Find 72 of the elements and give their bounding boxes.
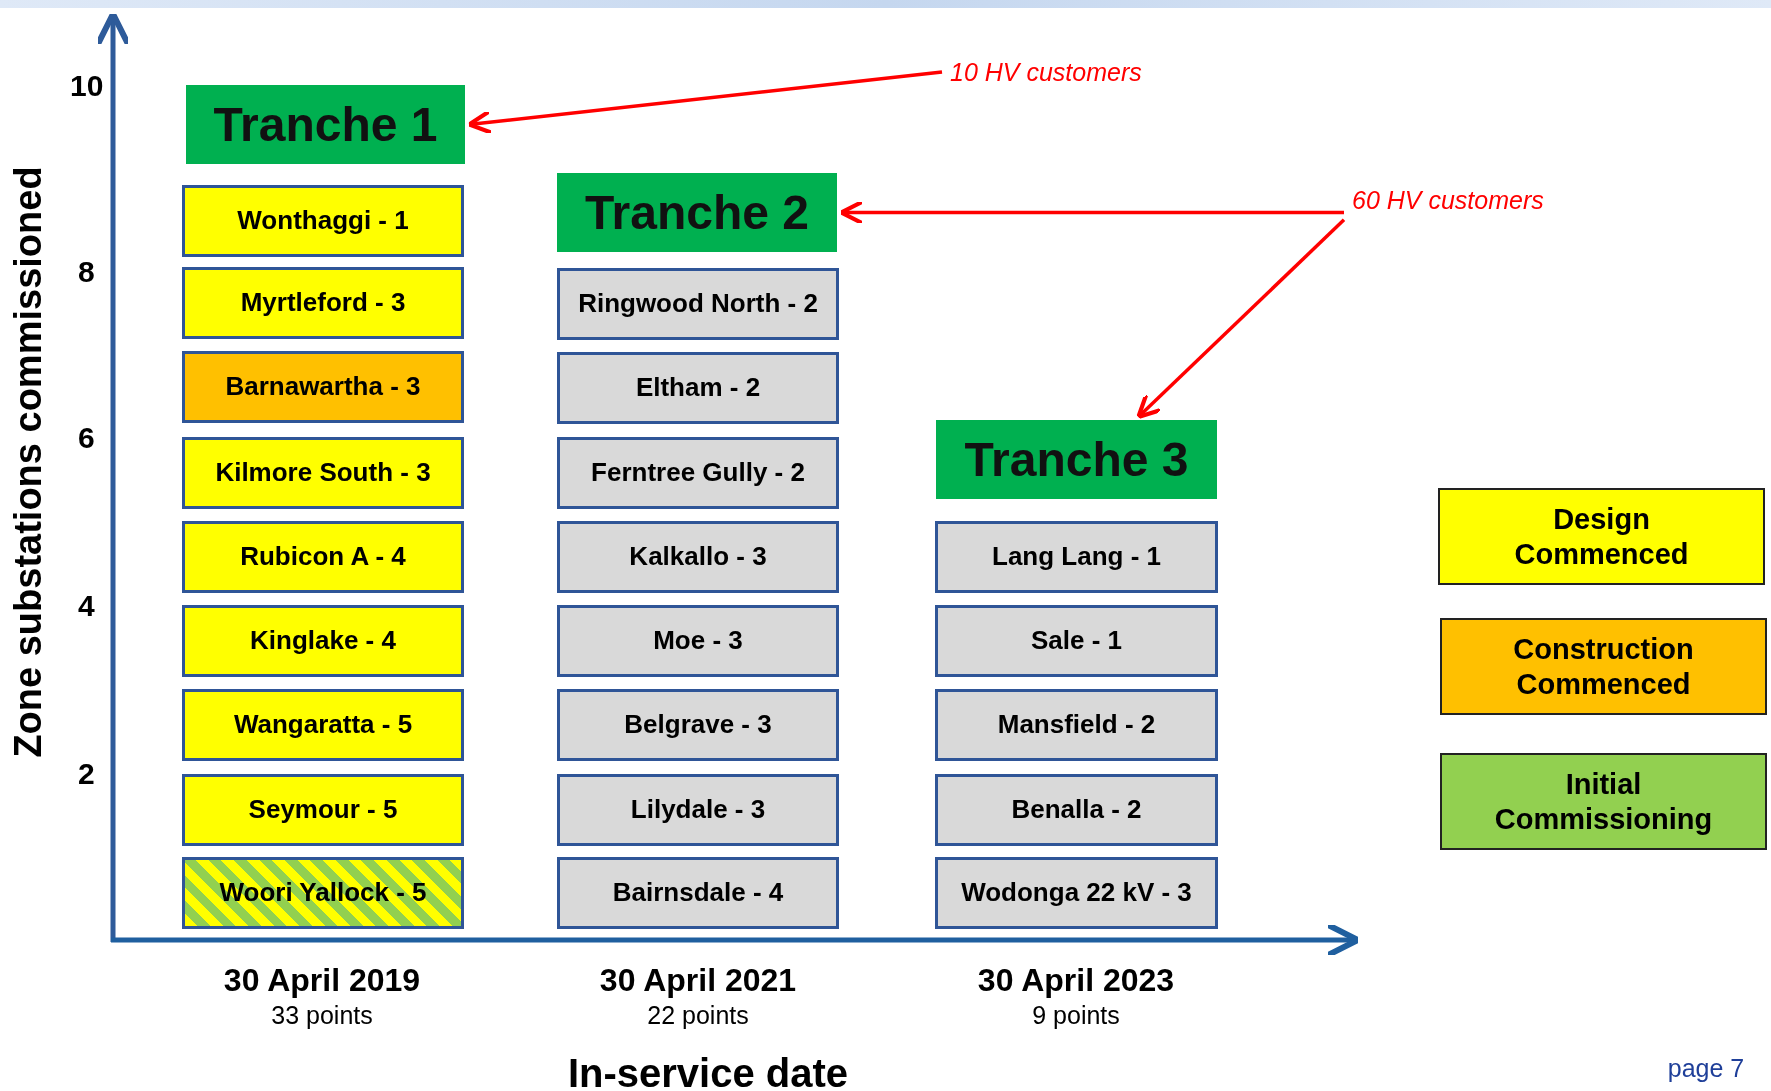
tick-label: 10	[70, 69, 104, 103]
arrow	[466, 70, 943, 135]
substation-box	[935, 774, 1218, 846]
substation-box	[557, 774, 839, 846]
box-label: Moe - 3	[653, 626, 743, 656]
substation-box	[557, 437, 839, 509]
box-label: Mansfield - 2	[997, 710, 1156, 740]
box-label: Wodonga 22 kV - 3	[961, 878, 1192, 908]
substation-box	[557, 352, 839, 424]
substation-box	[557, 689, 839, 761]
legend-text: Initial Commissioning	[1493, 766, 1714, 837]
box-label: Myrtleford - 3	[240, 288, 406, 318]
box-label: Barnawartha - 3	[225, 372, 421, 402]
substation-box	[182, 521, 464, 593]
substation-box	[182, 185, 464, 257]
substation-box	[557, 857, 839, 929]
box-label: Kilmore South - 3	[215, 458, 431, 488]
box-label: Seymour - 5	[248, 795, 398, 825]
substation-box	[935, 605, 1218, 677]
substation-box	[182, 267, 464, 339]
legend-text: Design Commenced	[1513, 501, 1690, 572]
substation-box	[935, 857, 1218, 929]
substation-box	[182, 437, 464, 509]
arrow	[1136, 218, 1346, 420]
axis-title: Zone substations commissioned	[6, 166, 50, 758]
tick-label: 8	[78, 255, 95, 289]
box-label: Ringwood North - 2	[578, 289, 818, 319]
box-label: Lilydale - 3	[630, 795, 766, 825]
tranche-header	[936, 420, 1217, 499]
points-label: 22 points	[647, 1000, 749, 1030]
tick-label: 4	[78, 589, 95, 623]
substation-box	[557, 605, 839, 677]
substation-box	[935, 689, 1218, 761]
substation-box	[182, 605, 464, 677]
box-label: Eltham - 2	[635, 373, 761, 403]
box-label: Bairnsdale - 4	[612, 878, 784, 908]
tick-label: 6	[78, 421, 95, 455]
date-label: 30 April 2023	[977, 961, 1175, 999]
box-label: Belgrave - 3	[624, 710, 772, 740]
box-label: Wonthaggi - 1	[237, 206, 409, 236]
box-label: Tranche 1	[213, 97, 438, 152]
box-label: Rubicon A - 4	[240, 542, 406, 572]
points-label: 9 points	[1032, 1000, 1120, 1030]
arrow	[838, 199, 1344, 226]
box-label: Lang Lang - 1	[992, 542, 1161, 572]
date-label: 30 April 2019	[223, 961, 421, 999]
box-label: Woori Yallock - 5	[219, 878, 427, 908]
tranche-header	[186, 85, 465, 164]
annotation-text: 60 HV customers	[1352, 185, 1544, 215]
tick-label: 2	[78, 757, 95, 791]
points-label: 33 points	[271, 1000, 373, 1030]
box-label: Ferntree Gully - 2	[591, 458, 805, 488]
substation-box	[557, 521, 839, 593]
box-label: Benalla - 2	[1011, 795, 1142, 825]
box-label: Kinglake - 4	[250, 626, 396, 656]
substation-box	[182, 774, 464, 846]
substation-box	[182, 857, 464, 929]
tranche-header	[557, 173, 837, 252]
substation-box	[182, 351, 464, 423]
box-label: Tranche 2	[584, 185, 810, 240]
page-number: page 7	[1667, 1053, 1745, 1083]
box-label: Sale - 1	[1030, 626, 1123, 656]
date-label: 30 April 2021	[599, 961, 797, 999]
box-label: Kalkallo - 3	[629, 542, 767, 572]
axis-title: In-service date	[567, 1050, 849, 1091]
substation-box	[557, 268, 839, 340]
box-label: Tranche 3	[964, 432, 1189, 487]
substation-box	[182, 689, 464, 761]
substation-box	[935, 521, 1218, 593]
legend-text: Construction Commenced	[1512, 631, 1695, 702]
annotation-text: 10 HV customers	[950, 57, 1142, 87]
box-label: Wangaratta - 5	[233, 710, 413, 740]
